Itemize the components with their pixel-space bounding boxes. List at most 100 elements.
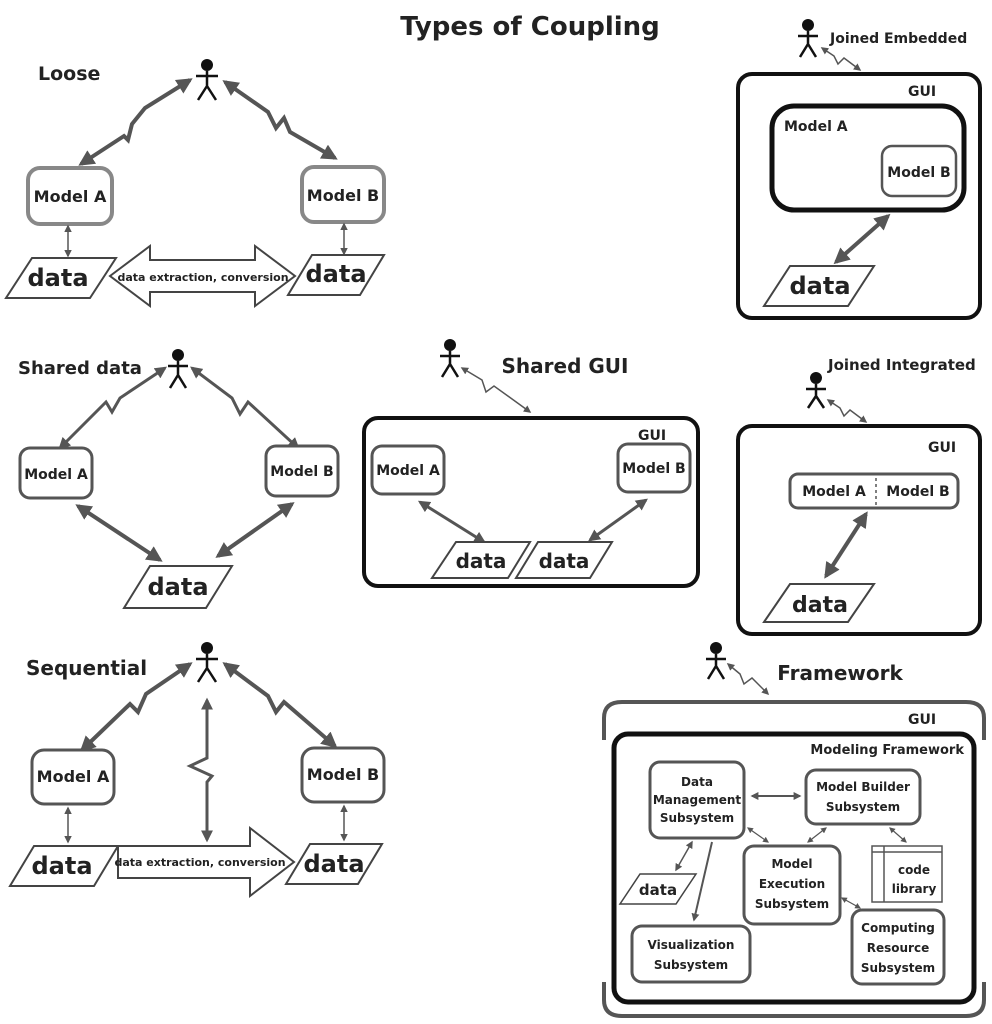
svg-text:data: data	[303, 850, 364, 878]
loose-model-b-box	[300, 165, 386, 224]
sequential-conversion-arrow	[117, 825, 296, 899]
svg-text:library: library	[892, 882, 937, 896]
framework-section: Framework GUI Modeling Framework Data Ma…	[602, 642, 986, 1018]
svg-text:Model A: Model A	[37, 767, 110, 786]
shared-gui-section: Shared GUI GUI Model A Model B data data	[362, 339, 700, 588]
joined-integrated-section: Joined Integrated GUI Model A Model B da…	[736, 356, 982, 636]
svg-text:code: code	[898, 863, 930, 877]
svg-text:Model A: Model A	[802, 484, 866, 500]
shared-gui-model-b-box	[616, 442, 692, 494]
joined-integrated-frame	[736, 424, 982, 636]
svg-text:data extraction, conversion: data extraction, conversion	[117, 271, 288, 284]
loose-label: Loose	[38, 63, 100, 85]
svg-text:Model A: Model A	[784, 119, 848, 135]
svg-text:data extraction, conversion: data extraction, conversion	[114, 856, 285, 869]
svg-text:Model B: Model B	[270, 464, 333, 480]
sequential-model-b-box	[300, 746, 386, 804]
svg-text:Subsystem: Subsystem	[654, 958, 728, 972]
svg-text:Data: Data	[681, 775, 713, 789]
shared-gui-model-a-box	[370, 444, 446, 496]
user-icon	[196, 642, 218, 683]
svg-text:data: data	[792, 593, 848, 618]
framework-data	[618, 873, 698, 905]
svg-text:Model B: Model B	[622, 461, 685, 477]
svg-text:Management: Management	[653, 793, 742, 807]
model-builder-box	[804, 768, 922, 826]
computing-resource-box	[850, 908, 946, 986]
loose-data-b	[286, 254, 386, 296]
modeling-framework-frame	[611, 731, 977, 1005]
svg-text:Model A: Model A	[24, 467, 88, 483]
svg-text:Model B: Model B	[887, 165, 950, 181]
sequential-data-b	[284, 843, 384, 885]
svg-text:Subsystem: Subsystem	[755, 897, 829, 911]
svg-text:Model B: Model B	[307, 765, 379, 784]
svg-text:data: data	[305, 260, 366, 288]
svg-text:data: data	[147, 573, 208, 601]
svg-text:Model Builder: Model Builder	[816, 780, 910, 794]
joined-embedded-label: Joined Embedded	[829, 31, 967, 47]
svg-text:Subsystem: Subsystem	[660, 811, 734, 825]
svg-text:Subsystem: Subsystem	[861, 961, 935, 975]
shared-gui-label: Shared GUI	[502, 354, 629, 378]
svg-text:Modeling Framework: Modeling Framework	[810, 743, 964, 758]
svg-text:data: data	[456, 549, 507, 573]
loose-conversion-arrow	[108, 244, 297, 308]
shared-data-section: Shared data Model A Model B data	[18, 349, 340, 609]
user-icon	[806, 372, 826, 409]
loose-model-a-label: Model A	[34, 187, 107, 206]
svg-text:data: data	[789, 272, 850, 300]
sequential-label: Sequential	[26, 656, 147, 680]
shared-data-model-b-box	[264, 444, 340, 498]
shared-data-data	[122, 565, 234, 609]
user-icon	[168, 349, 188, 389]
shared-gui-data-a	[430, 541, 532, 579]
svg-text:GUI: GUI	[908, 712, 936, 728]
model-execution-box	[742, 844, 842, 926]
svg-text:Model A: Model A	[376, 463, 440, 479]
shared-data-label: Shared data	[18, 358, 142, 379]
loose-link-b	[222, 80, 338, 160]
loose-data-a	[4, 257, 118, 299]
svg-text:Computing: Computing	[861, 921, 935, 935]
joined-integrated-data	[762, 583, 876, 623]
sequential-section: Sequential Model A Model B data data dat…	[8, 642, 386, 899]
loose-model-a-box	[26, 166, 114, 226]
svg-text:GUI: GUI	[908, 84, 936, 100]
svg-text:Model: Model	[771, 857, 812, 871]
joined-embedded-section: Joined Embedded GUI Model A Model B data	[736, 19, 982, 320]
joined-integrated-model-box	[788, 472, 960, 510]
svg-text:GUI: GUI	[928, 440, 956, 456]
joined-embedded-data	[762, 265, 876, 307]
svg-text:data: data	[539, 549, 590, 573]
visualization-box	[630, 924, 752, 984]
data-management-box	[648, 760, 746, 840]
svg-text:data: data	[31, 852, 92, 880]
svg-text:data: data	[27, 264, 88, 292]
joined-embedded-model-b-box	[880, 144, 958, 198]
user-icon	[196, 59, 218, 101]
svg-text:GUI: GUI	[638, 428, 666, 444]
user-icon	[798, 19, 818, 58]
shared-data-model-a-box	[18, 446, 94, 500]
shared-gui-data-b	[514, 541, 614, 579]
loose-section: Loose Model A Model B data data data ext…	[4, 59, 386, 308]
framework-label: Framework	[777, 661, 903, 685]
diagram-title: Types of Coupling	[400, 12, 660, 42]
shared-gui-frame	[362, 416, 700, 588]
sequential-data-a	[8, 845, 120, 887]
sequential-model-a-box	[30, 748, 116, 806]
svg-text:Model B: Model B	[886, 484, 949, 500]
code-library-icon	[871, 845, 943, 903]
user-icon	[706, 642, 726, 680]
svg-text:Visualization: Visualization	[648, 938, 735, 952]
svg-text:Execution: Execution	[759, 877, 825, 891]
joined-embedded-frame	[736, 72, 982, 320]
user-icon	[440, 339, 460, 378]
loose-link-a	[78, 78, 193, 166]
loose-model-b-label: Model B	[307, 186, 379, 205]
svg-text:data: data	[639, 881, 677, 899]
svg-text:Resource: Resource	[867, 941, 929, 955]
joined-integrated-label: Joined Integrated	[827, 356, 976, 374]
